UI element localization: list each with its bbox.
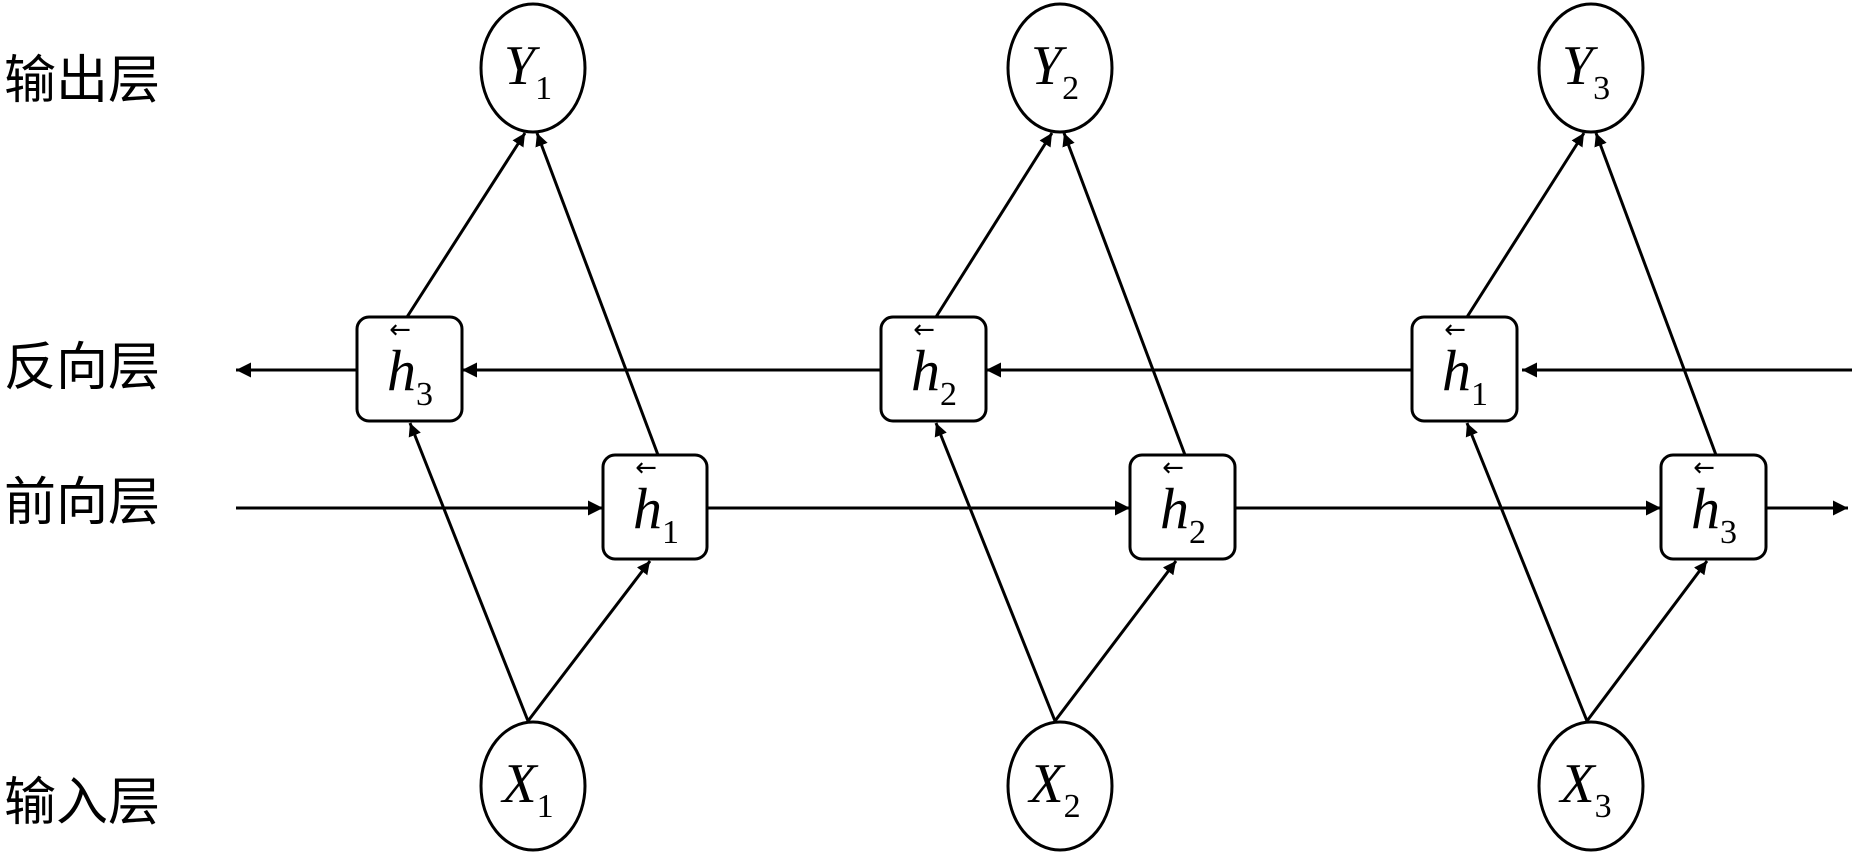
edge-forward-y2 — [1062, 132, 1187, 456]
input-node-x2: X2 — [1006, 720, 1114, 852]
edge-x3-forward — [1585, 560, 1709, 722]
edge-backward-y2 — [934, 132, 1054, 318]
forward-node-h2: ← h2 — [1128, 453, 1237, 561]
svg-text:h3: h3 — [387, 338, 433, 413]
edge-x2-backward — [934, 422, 1057, 722]
edge-x3-backward — [1465, 422, 1589, 722]
svg-text:←: ← — [1444, 315, 1466, 345]
forward-node-h1: ← h1 — [601, 453, 709, 561]
edge-forward-y3 — [1594, 132, 1718, 456]
svg-text:←: ← — [389, 315, 411, 345]
forward-node-h3: ← h3 — [1659, 453, 1768, 561]
output-node-y3: Y3 — [1537, 2, 1645, 134]
edge-backward-y1 — [405, 132, 527, 318]
svg-text:h1: h1 — [1442, 338, 1488, 413]
svg-text:Y3: Y3 — [1562, 35, 1610, 107]
backward-node-h1: ← h1 — [1410, 315, 1519, 423]
backward-node-h2: ← h2 — [879, 315, 988, 423]
input-layer-label: 输入层 — [4, 773, 160, 833]
backward-node-h3: ← h3 — [355, 315, 464, 423]
output-node-y2: Y2 — [1006, 2, 1114, 134]
svg-text:Y2: Y2 — [1031, 35, 1079, 107]
svg-text:←: ← — [913, 315, 935, 345]
svg-text:Y1: Y1 — [504, 35, 552, 107]
svg-text:h2: h2 — [911, 338, 957, 413]
svg-text:h3: h3 — [1691, 476, 1737, 551]
input-nodes: X1 X2 X3 — [479, 720, 1645, 852]
output-layer-label: 输出层 — [4, 51, 160, 111]
output-node-y1: Y1 — [479, 2, 587, 134]
edge-x1-forward — [526, 560, 652, 722]
svg-text:X1: X1 — [500, 753, 553, 825]
input-node-x3: X3 — [1537, 720, 1645, 852]
edge-x2-forward — [1053, 560, 1178, 722]
svg-text:←: ← — [1162, 453, 1184, 483]
edges — [236, 132, 1852, 722]
svg-text:X3: X3 — [1558, 753, 1611, 825]
edge-forward-y1 — [535, 132, 660, 456]
forward-nodes: ← h1 ← h2 ← h3 — [601, 453, 1768, 561]
svg-text:X2: X2 — [1027, 753, 1080, 825]
edge-x1-backward — [408, 422, 530, 722]
svg-text:h1: h1 — [633, 476, 679, 551]
forward-layer-label: 前向层 — [4, 473, 160, 533]
backward-nodes: ← h3 ← h2 ← h1 — [355, 315, 1519, 423]
svg-text:←: ← — [635, 453, 657, 483]
edge-backward-y3 — [1465, 132, 1586, 318]
backward-layer-label: 反向层 — [4, 338, 160, 398]
svg-text:←: ← — [1693, 453, 1715, 483]
output-nodes: Y1 Y2 Y3 — [479, 2, 1645, 134]
svg-text:h2: h2 — [1160, 476, 1206, 551]
input-node-x1: X1 — [479, 720, 587, 852]
